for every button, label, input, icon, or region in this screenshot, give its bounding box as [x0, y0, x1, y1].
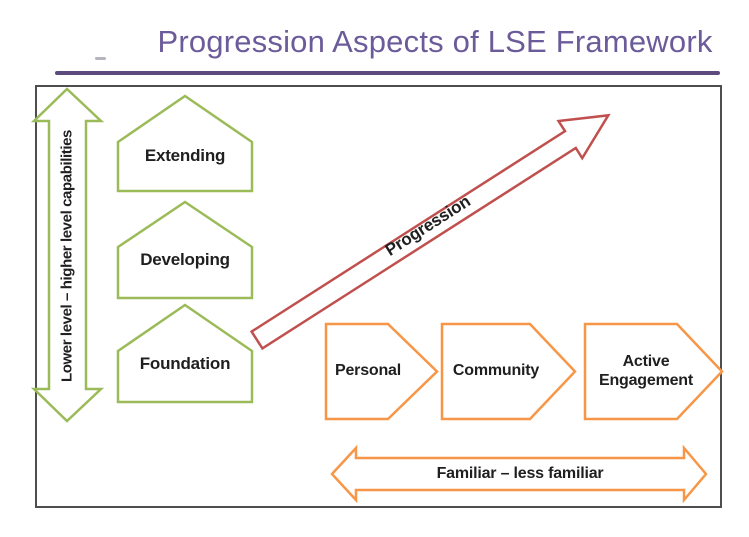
developing-house-shape [116, 200, 254, 300]
title-underline [55, 71, 720, 75]
personal-pentagon-shape [324, 322, 439, 421]
community-label: Community [452, 362, 540, 379]
stray-mark [95, 57, 106, 60]
diagram-frame [35, 85, 722, 508]
foundation-house-shape [116, 303, 254, 404]
extending-house-shape [116, 94, 254, 193]
horizontal-axis-label: Familiar – less familiar [436, 465, 604, 482]
community-pentagon-shape [440, 322, 577, 421]
active-engagement-pentagon-shape [583, 322, 724, 421]
developing-label: Developing [140, 250, 230, 269]
progression-arrow-shape [249, 113, 611, 351]
personal-label: Personal [335, 362, 401, 379]
capabilities-double-arrow-shape [30, 87, 105, 423]
extending-label: Extending [144, 146, 226, 165]
familiar-double-arrow-shape [330, 444, 708, 504]
foundation-label: Foundation [139, 354, 231, 373]
active-engagement-label: Active Engagement [598, 353, 694, 389]
page-title: Progression Aspects of LSE Framework [157, 24, 713, 59]
vertical-axis-label: Lower level – higher level capabilities [58, 129, 76, 383]
